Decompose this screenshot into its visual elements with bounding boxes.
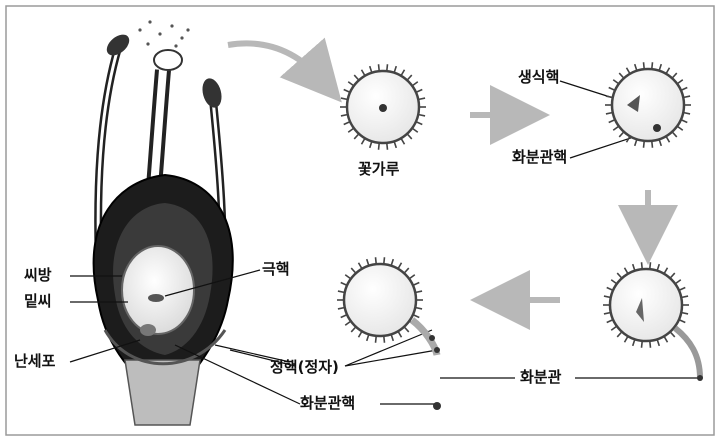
label-pollen-tube: 화분관 xyxy=(520,370,561,385)
label-ovary: 씨방 xyxy=(24,268,52,283)
label-tube-nucleus-bottom: 화분관핵 xyxy=(300,396,355,411)
ovule xyxy=(122,246,194,334)
pollen-dust xyxy=(138,20,189,47)
pollen-tube xyxy=(675,328,700,378)
polar-nuclei xyxy=(148,294,164,302)
process-arrows xyxy=(228,43,648,300)
pollen-grain-1 xyxy=(340,64,426,150)
label-polar-nuclei: 극핵 xyxy=(262,262,290,277)
label-sperm-nuclei: 정핵(정자) xyxy=(270,360,339,375)
tube-nucleus xyxy=(653,124,661,132)
right-anther xyxy=(199,76,224,110)
egg-cell xyxy=(140,324,156,336)
flower-illustration xyxy=(94,20,233,425)
nucleus xyxy=(379,104,387,112)
label-generative-nucleus: 생식핵 xyxy=(518,70,559,85)
stigma xyxy=(154,50,182,70)
label-ovule: 밑씨 xyxy=(24,294,52,309)
receptacle xyxy=(125,360,200,425)
label-tube-nucleus-top: 화분관핵 xyxy=(512,150,567,165)
pollen-grain-3 xyxy=(603,262,703,381)
pollen-grain-4 xyxy=(337,257,441,410)
arrow-1 xyxy=(228,43,322,80)
label-egg-cell: 난세포 xyxy=(14,354,55,369)
pollen-grain-2 xyxy=(605,62,691,148)
label-pollen: 꽃가루 xyxy=(358,162,399,177)
